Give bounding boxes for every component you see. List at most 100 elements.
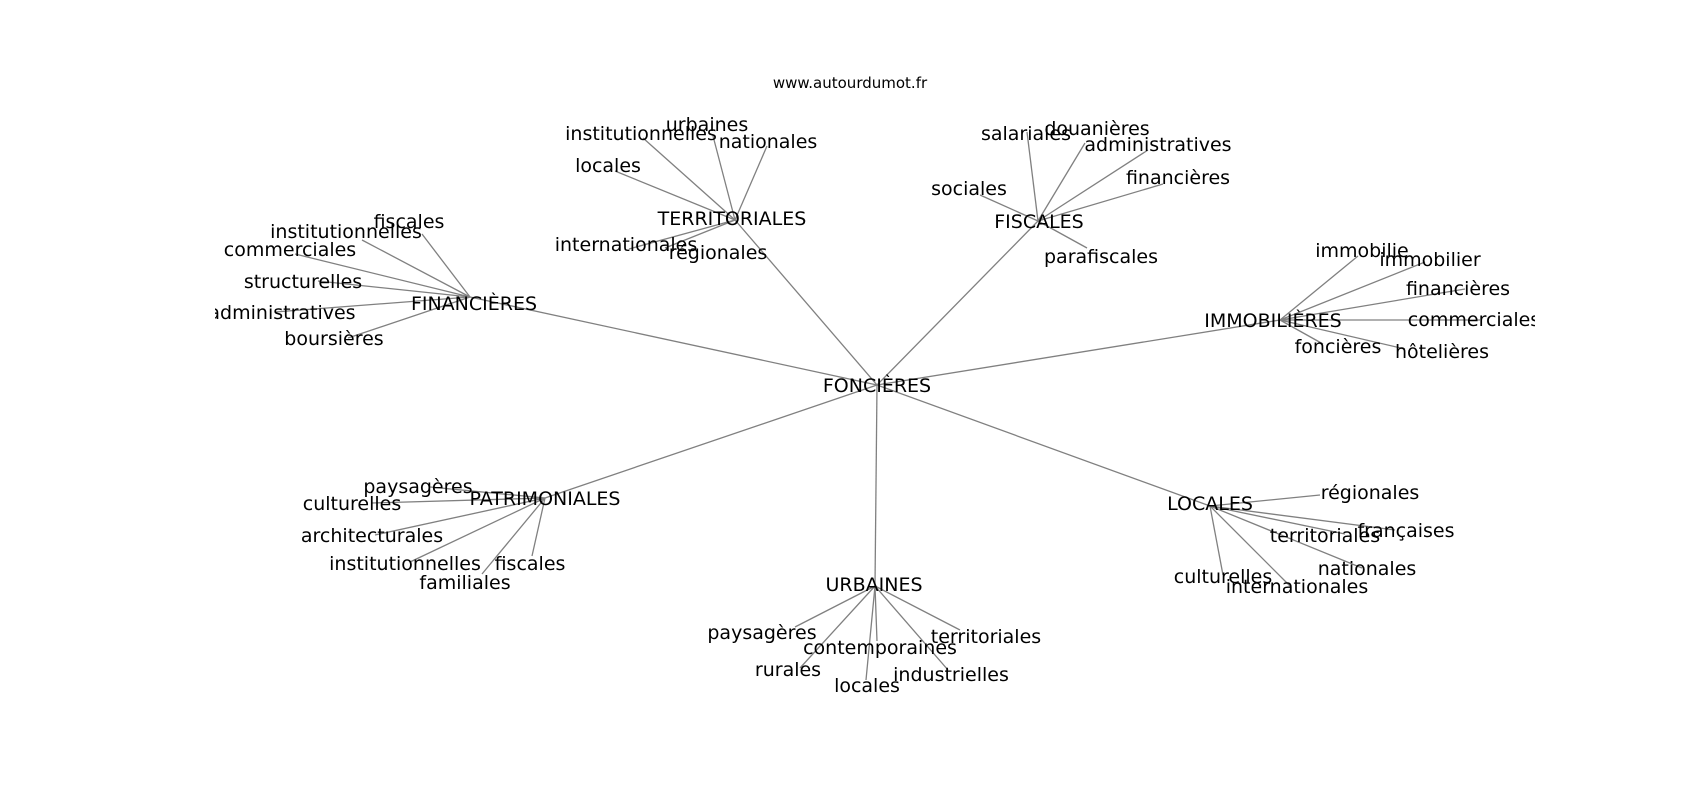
leaf-node-patrimoniales-3[interactable]: institutionnelles (329, 553, 481, 575)
edge-urbaines-leaf-0 (794, 585, 876, 628)
edge-fiscales-leaf-5 (1037, 220, 1088, 249)
edge-center-patrimoniales (544, 384, 878, 499)
edge-fiscales-leaf-2 (1037, 149, 1149, 222)
edge-patrimoniales-leaf-2 (374, 497, 546, 536)
edge-fiscales-leaf-1 (1037, 142, 1086, 222)
leaf-node-locales-1[interactable]: françaises (1357, 520, 1454, 542)
leaf-node-urbaines-1[interactable]: territoriales (931, 626, 1041, 648)
leaf-node-territoriales-5[interactable]: régionales (669, 242, 768, 264)
edge-center-immobilieres (876, 319, 1281, 386)
edge-fiscales-leaf-3 (1037, 183, 1164, 222)
leaf-node-patrimoniales-5[interactable]: familiales (419, 572, 510, 594)
edge-center-locales (876, 384, 1211, 507)
leaf-node-immobilieres-1[interactable]: immobilier (1379, 249, 1481, 271)
leaf-node-locales-3[interactable]: nationales (1318, 558, 1417, 580)
edge-territoriales-leaf-2 (734, 145, 768, 221)
leaf-node-fiscales-4[interactable]: sociales (931, 178, 1007, 200)
edge-fiscales-leaf-4 (979, 194, 1039, 222)
hub-node-urbaines[interactable]: URBAINES (825, 574, 922, 596)
leaf-node-territoriales-3[interactable]: locales (575, 155, 641, 177)
edge-locales-leaf-2 (1209, 505, 1346, 535)
edge-immobilieres-leaf-1 (1279, 261, 1426, 321)
edge-financieres-leaf-3 (317, 280, 471, 298)
leaf-node-immobilieres-2[interactable]: financières (1406, 278, 1510, 300)
edge-patrimoniales-leaf-4 (531, 497, 546, 557)
edge-immobilieres-leaf-0 (1279, 255, 1359, 321)
edge-urbaines-leaf-4 (874, 585, 949, 671)
hub-node-patrimoniales[interactable]: PATRIMONIALES (470, 488, 621, 510)
leaf-node-financieres-2[interactable]: commerciales (224, 239, 356, 261)
leaf-node-patrimoniales-1[interactable]: culturelles (303, 493, 402, 515)
hub-node-immobilieres[interactable]: IMMOBILIÈRES (1204, 309, 1341, 332)
site-label: www.autourdumot.fr (773, 74, 928, 92)
edge-financieres-leaf-1 (361, 239, 471, 298)
leaf-node-patrimoniales-0[interactable]: paysagères (363, 476, 472, 498)
edge-locales-leaf-5 (1209, 505, 1291, 587)
edge-locales-leaf-4 (1209, 505, 1224, 576)
leaf-node-locales-0[interactable]: régionales (1321, 482, 1420, 504)
leaf-node-financieres-1[interactable]: institutionnelles (270, 221, 422, 243)
leaf-node-financieres-4[interactable]: administratives (208, 302, 356, 324)
edge-center-urbaines (874, 384, 878, 587)
leaf-node-urbaines-4[interactable]: industrielles (893, 664, 1009, 686)
edge-immobilieres-leaf-5 (1279, 319, 1406, 350)
edge-territoriales-leaf-0 (712, 135, 736, 221)
leaf-node-territoriales-2[interactable]: nationales (719, 131, 818, 153)
leaf-node-locales-5[interactable]: internationales (1226, 576, 1369, 598)
leaf-node-patrimoniales-4[interactable]: fiscales (495, 553, 566, 575)
leaf-node-immobilieres-5[interactable]: hôtelières (1395, 341, 1489, 363)
leaf-node-territoriales-4[interactable]: internationales (555, 234, 698, 256)
edge-patrimoniales-leaf-3 (409, 497, 546, 563)
hub-node-locales[interactable]: LOCALES (1167, 493, 1253, 515)
leaf-node-urbaines-5[interactable]: locales (834, 675, 900, 697)
leaf-node-fiscales-1[interactable]: douanières (1044, 118, 1149, 140)
leaf-node-patrimoniales-2[interactable]: architecturales (301, 525, 443, 547)
leaf-node-immobilieres-3[interactable]: commerciales (1408, 309, 1540, 331)
edge-locales-leaf-0 (1209, 494, 1321, 507)
leaf-node-urbaines-3[interactable]: rurales (755, 659, 821, 681)
leaf-node-territoriales-1[interactable]: institutionnelles (565, 123, 717, 145)
leaf-node-locales-2[interactable]: territoriales (1270, 525, 1380, 547)
edge-patrimoniales-leaf-1 (371, 497, 546, 504)
center-node-label[interactable]: FONCIÈRES (823, 374, 931, 397)
leaf-node-financieres-0[interactable]: fiscales (374, 211, 445, 233)
leaf-node-financieres-5[interactable]: boursières (284, 328, 383, 350)
leaf-node-immobilieres-0[interactable]: immobilie (1315, 240, 1409, 262)
leaf-node-locales-4[interactable]: culturelles (1174, 566, 1273, 588)
edge-territoriales-leaf-5 (664, 219, 736, 249)
edge-center-financieres (469, 296, 878, 386)
edge-financieres-leaf-4 (274, 296, 471, 313)
leaf-node-fiscales-5[interactable]: parafiscales (1044, 246, 1158, 268)
edge-immobilieres-leaf-2 (1279, 288, 1466, 321)
edge-urbaines-leaf-2 (874, 585, 878, 642)
edge-financieres-leaf-2 (294, 253, 471, 298)
edge-immobilieres-leaf-4 (1279, 319, 1324, 345)
edge-urbaines-leaf-3 (799, 585, 876, 669)
edge-financieres-leaf-0 (421, 233, 471, 298)
edge-locales-leaf-3 (1209, 505, 1363, 569)
leaf-node-urbaines-2[interactable]: contemporaines (803, 637, 957, 659)
edge-locales-leaf-1 (1209, 505, 1396, 531)
edge-fiscales-leaf-0 (1026, 131, 1039, 222)
leaf-node-immobilieres-4[interactable]: foncières (1295, 336, 1382, 358)
hub-node-financieres[interactable]: FINANCIÈRES (411, 292, 537, 315)
edge-territoriales-leaf-4 (628, 219, 736, 250)
edge-financieres-leaf-5 (347, 296, 471, 339)
hub-node-territoriales[interactable]: TERRITORIALES (657, 208, 807, 230)
leaf-node-urbaines-0[interactable]: paysagères (707, 622, 816, 644)
leaf-node-fiscales-0[interactable]: salariales (981, 123, 1071, 145)
edge-center-territoriales (734, 219, 878, 386)
edge-territoriales-leaf-3 (614, 170, 736, 221)
edge-patrimoniales-leaf-0 (429, 486, 546, 499)
leaf-node-fiscales-3[interactable]: financières (1126, 167, 1230, 189)
leaf-node-territoriales-0[interactable]: urbaines (666, 114, 748, 136)
leaf-node-fiscales-2[interactable]: administratives (1084, 134, 1231, 156)
edge-urbaines-leaf-5 (865, 585, 876, 681)
hub-node-fiscales[interactable]: FISCALES (994, 211, 1084, 233)
edge-territoriales-leaf-1 (642, 137, 736, 221)
edge-urbaines-leaf-1 (874, 585, 961, 631)
leaf-node-financieres-3[interactable]: structurelles (244, 271, 362, 293)
edge-center-fiscales (876, 220, 1039, 386)
